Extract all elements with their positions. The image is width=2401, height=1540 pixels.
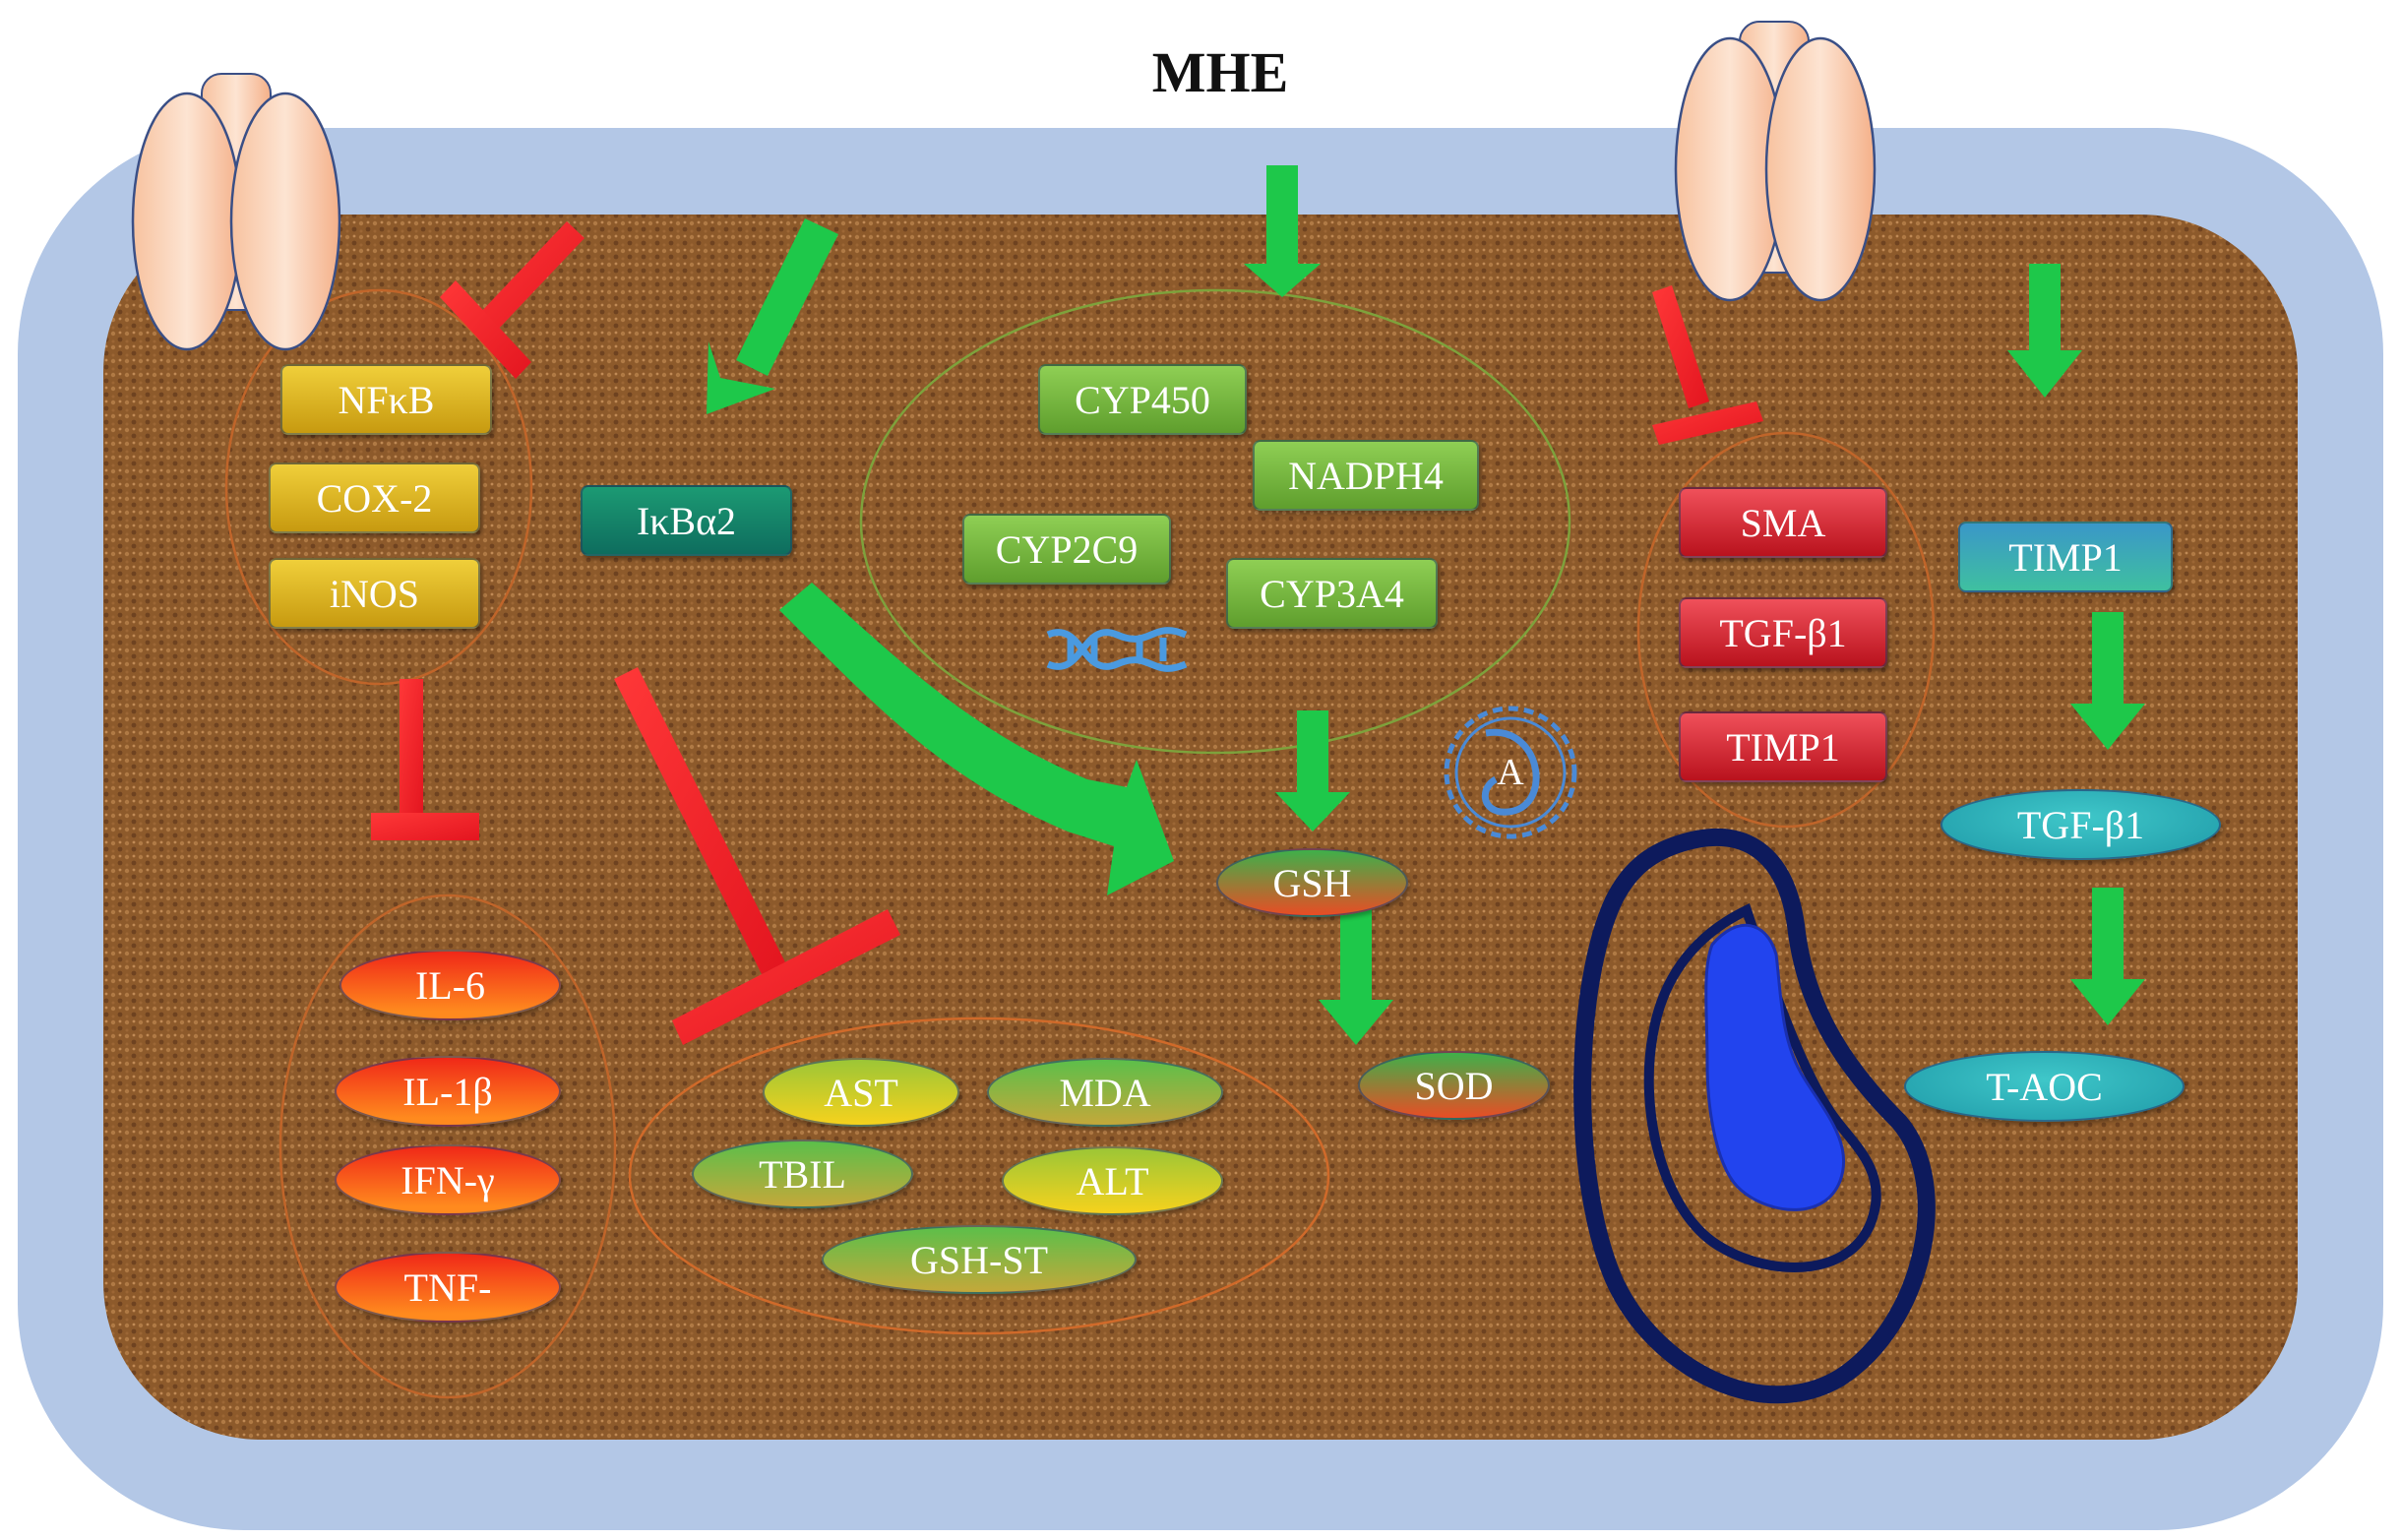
organelle-letter: A (1497, 752, 1524, 793)
membrane-channel-left (131, 73, 341, 351)
inhibit-liver-markers-marker (614, 667, 900, 1045)
inhibit-nfkb-marker (440, 221, 585, 379)
mda-node: MDA (987, 1058, 1223, 1127)
tbil-node: TBIL (692, 1140, 913, 1208)
il1b-node: IL-1β (335, 1056, 561, 1127)
cyp450-node: CYP450 (1038, 364, 1247, 435)
fibrosis-group (1636, 431, 1936, 829)
inos-node: iNOS (269, 558, 480, 629)
gsh-sod-arrow (1319, 903, 1393, 1045)
tgf-b1-node-group: TGF-β1 (1679, 597, 1887, 668)
nadph4-node: NADPH4 (1253, 440, 1479, 511)
ast-node: AST (763, 1058, 959, 1127)
tnf-node: TNF- (335, 1252, 561, 1323)
cytokine-group (278, 893, 617, 1399)
sod-node: SOD (1358, 1051, 1550, 1120)
activate-timp1-arrow (2007, 264, 2082, 398)
membrane-channel-right (1674, 21, 1877, 302)
inhibit-cytokines-marker (371, 679, 479, 840)
liver-marker-group (628, 1016, 1330, 1335)
inflammation-receptor-group (224, 288, 533, 686)
tgf-taoc-arrow (2070, 888, 2145, 1025)
timp1-node-group: TIMP1 (1679, 711, 1887, 782)
cyp3a4-node: CYP3A4 (1226, 558, 1438, 629)
timp1-tgf-arrow (2070, 612, 2145, 750)
gsh-st-node: GSH-ST (822, 1225, 1137, 1294)
sma-node: SMA (1679, 487, 1887, 558)
tgf-b1-chain-node: TGF-β1 (1940, 789, 2221, 860)
t-aoc-node: T-AOC (1904, 1051, 2185, 1122)
mitochondrion (1573, 828, 1936, 1404)
timp1-chain-node: TIMP1 (1958, 522, 2173, 592)
cyp-gsh-arrow (1275, 710, 1350, 832)
cyp2c9-node: CYP2C9 (962, 514, 1171, 585)
cyp-group (859, 288, 1571, 755)
nfkb-node: NFκB (280, 364, 492, 435)
ifng-node: IFN-γ (335, 1144, 561, 1215)
gsh-node: GSH (1216, 848, 1408, 917)
alt-node: ALT (1002, 1146, 1223, 1215)
dna-icon (1046, 627, 1188, 672)
activate-ikb-arrow (707, 218, 838, 414)
ikb-gsh-arrow (779, 583, 1174, 895)
ikba2-node: IκBα2 (581, 485, 792, 556)
diagram-title: MHE (1151, 40, 1289, 104)
inhibit-fibrosis-marker (1652, 285, 1763, 445)
cox2-node: COX-2 (269, 462, 480, 533)
organelle-icon (1444, 706, 1577, 839)
mhe-cyp-arrow (1244, 165, 1321, 297)
il6-node: IL-6 (339, 950, 561, 1020)
